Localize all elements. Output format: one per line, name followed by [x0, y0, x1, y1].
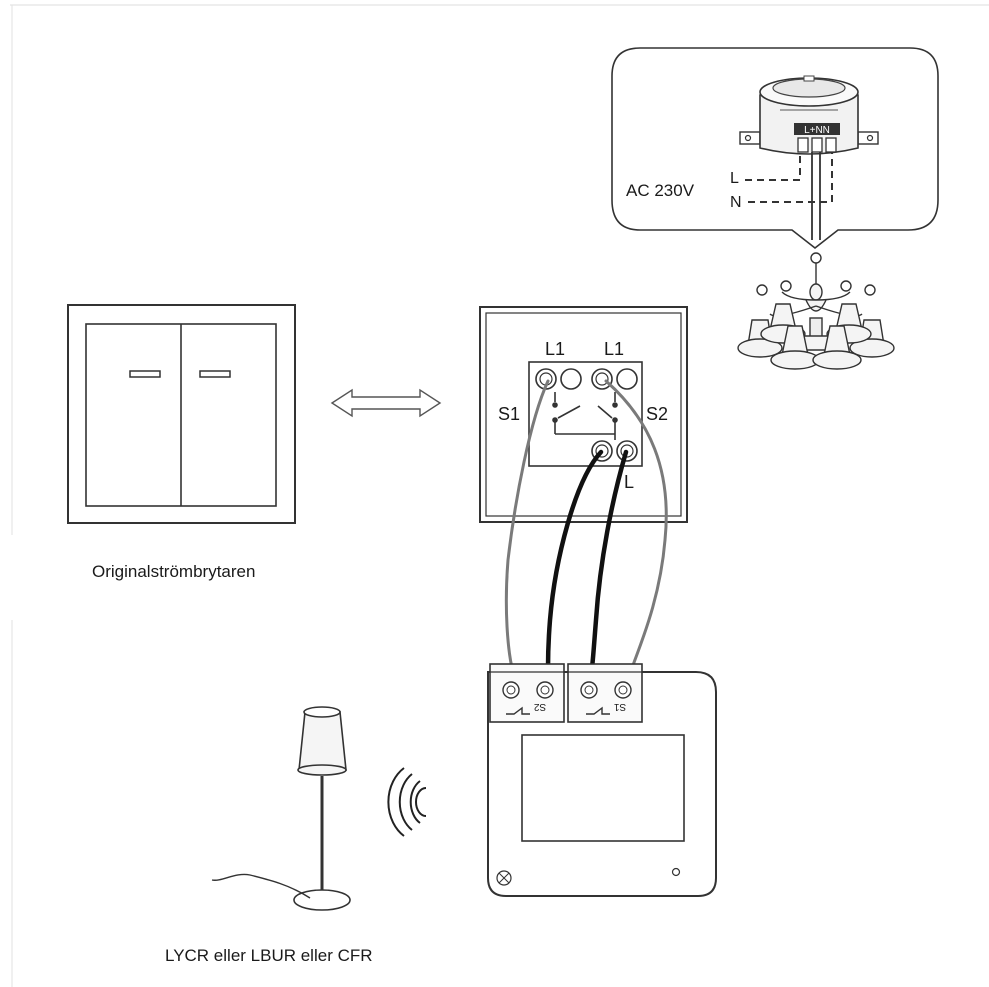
- wire-S1-grey: [504, 379, 550, 670]
- wire-L-black-1: [545, 449, 604, 671]
- neutral-N-label: N: [730, 194, 742, 211]
- driver-callout: L+NN AC 230V L N: [611, 47, 939, 250]
- rocker-right-indicator: [199, 370, 231, 378]
- original-wall-switch: [67, 304, 296, 524]
- wireless-signal-icon: [387, 767, 427, 837]
- module-terminal-S1-label: S1: [613, 701, 626, 712]
- chandelier-icon: [737, 252, 895, 370]
- line-L-label: L: [730, 170, 739, 187]
- relay-module: S2 S1: [487, 663, 717, 897]
- wire-S2-grey: [604, 379, 668, 670]
- rocker-left-indicator: [129, 370, 161, 378]
- floor-lamp-icon: [211, 706, 351, 911]
- original-switch-caption: Originalströmbrytaren: [92, 562, 256, 581]
- led-driver: L+NN: [739, 75, 879, 155]
- wire-L-black-2: [589, 449, 629, 671]
- driver-terminal-label: L+NN: [804, 125, 830, 136]
- terminal-L1-left-label: L1: [545, 339, 565, 359]
- devices-caption: LYCR eller LBUR eller CFR: [165, 946, 373, 965]
- wiring: [504, 379, 668, 671]
- terminal-S2-label: S2: [646, 404, 668, 424]
- terminal-L-label: L: [624, 472, 634, 492]
- terminal-L1-right-label: L1: [604, 339, 624, 359]
- terminal-S1-label: S1: [498, 404, 520, 424]
- switch-terminal-block: L1 L1 S1 S2 L: [479, 306, 688, 523]
- ac-voltage-label: AC 230V: [626, 181, 695, 200]
- module-terminal-S2-label: S2: [533, 701, 546, 712]
- double-arrow-icon: [330, 388, 442, 418]
